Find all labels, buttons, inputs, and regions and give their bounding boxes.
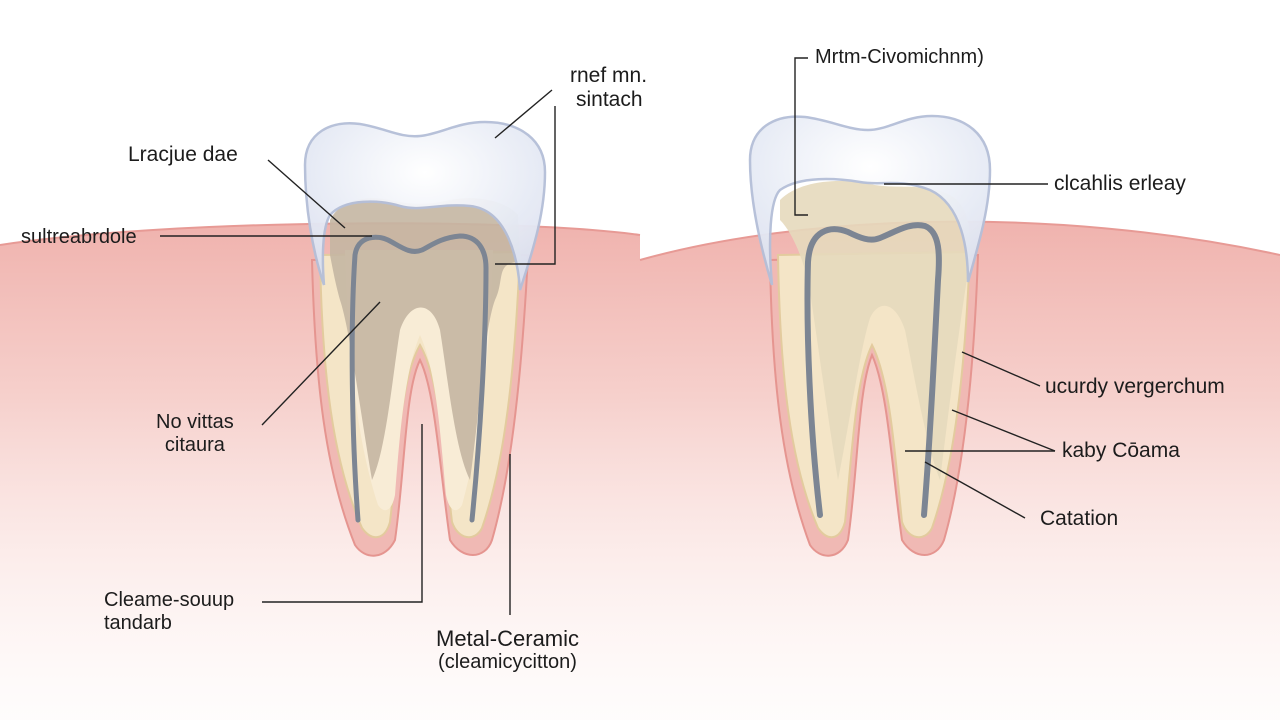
leader-upper-left xyxy=(267,159,346,229)
label-left-bottom: Cleame-souup tandarb xyxy=(104,589,234,635)
label-left-top-line1: rnef mn. xyxy=(570,64,648,87)
label-metal-ceramic-line2: (cleamicycitton) xyxy=(438,651,577,674)
gum-tissue xyxy=(0,220,1280,720)
label-right-upper: clcahlis erleay xyxy=(1054,172,1186,195)
left-tooth-metal-ceramic xyxy=(303,120,547,557)
label-left-top-line2: sintach xyxy=(576,88,643,112)
leader-lower-left xyxy=(261,301,381,426)
label-left-lower-line2: citaura xyxy=(164,434,225,456)
label-right-bottom: Catation xyxy=(1040,507,1119,530)
label-left-mid: sultreabrdole xyxy=(21,226,137,248)
leader-right-mid xyxy=(961,351,1041,387)
leader-right-low-b xyxy=(951,409,1056,452)
leader-right-bottom xyxy=(924,461,1026,519)
label-left-upper: Lracjue dae xyxy=(128,143,238,166)
right-enamel-crown xyxy=(748,114,992,286)
label-left-bottom-line1: Cleame-souup xyxy=(104,589,235,611)
label-right-lower: kaby Cōama xyxy=(1062,439,1180,462)
leader-lines xyxy=(160,57,1056,615)
right-pulp-canal xyxy=(804,222,942,518)
label-left-lower: No vittas citaura xyxy=(156,411,234,457)
label-right-top: Mrtm-Civomichnm) xyxy=(815,46,984,68)
label-right-mid: ucurdy vergerchum xyxy=(1045,375,1225,398)
right-tooth-ceramic xyxy=(748,114,992,557)
label-metal-ceramic: Metal-Ceramic (cleamicycitton) xyxy=(436,626,579,674)
label-metal-ceramic-line1: Metal-Ceramic xyxy=(436,626,580,651)
right-ceramic-core xyxy=(780,181,971,480)
leader-top-bracket xyxy=(495,106,556,265)
leader-top-right xyxy=(494,89,553,139)
left-enamel-crown xyxy=(303,120,547,291)
leader-bottom-left xyxy=(262,424,423,603)
left-metal-core xyxy=(330,198,520,480)
label-left-top: rnef mn. sintach xyxy=(570,64,647,112)
label-left-bottom-line2: tandarb xyxy=(104,612,172,634)
leader-right-top xyxy=(794,57,808,216)
label-left-lower-line1: No vittas xyxy=(156,411,234,433)
